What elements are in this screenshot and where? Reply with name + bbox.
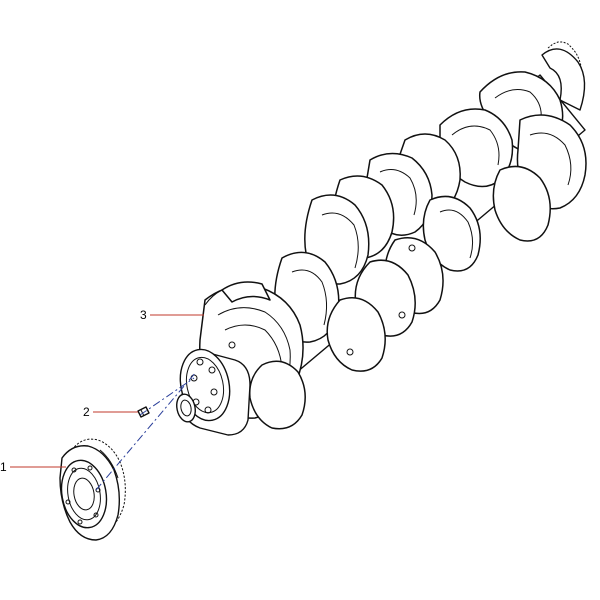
ring-gear [541,41,586,111]
crank-web [249,360,306,430]
callout-3: 3 [140,308,147,322]
center-line [139,377,195,416]
crankshaft [176,71,587,436]
crank-web [326,297,386,372]
center-line [95,371,197,491]
callout-1: 1 [0,460,7,474]
callout-2: 2 [83,405,90,419]
crank-web [422,195,481,272]
timing-gear [59,438,126,541]
crank-web [492,165,551,242]
crank-web [221,281,271,303]
